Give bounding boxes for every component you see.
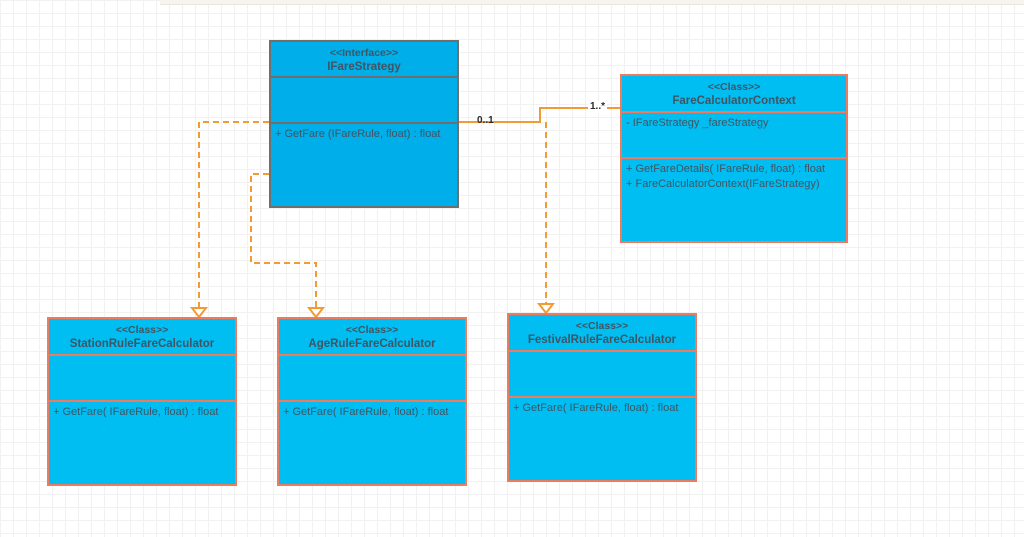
realization-arrowhead-station [189, 307, 209, 319]
class-box-agerulefarecalculator[interactable]: <<Class>> AgeRuleFareCalculator + GetFar… [277, 317, 467, 486]
multiplicity-context-side: 1..* [588, 101, 608, 113]
class-header: <<Class>> StationRuleFareCalculator [49, 319, 235, 356]
class-box-festivalrulefarecalculator[interactable]: <<Class>> FestivalRuleFareCalculator + G… [507, 313, 697, 482]
stereotype-label: <<Class>> [115, 324, 169, 336]
association-line[interactable] [459, 107, 621, 123]
operations-compartment: + GetFare( IFareRule, float) : float [279, 402, 465, 484]
operation: + GetFare (IFareRule, float) : float [275, 128, 441, 140]
operation: + GetFareDetails( IFareRule, float) : fl… [626, 163, 825, 175]
class-name: IFareStrategy [327, 61, 401, 73]
stereotype-label: <<Class>> [345, 324, 399, 336]
operation: + GetFare( IFareRule, float) : float [513, 402, 679, 414]
stereotype-label: <<Interface>> [329, 47, 399, 59]
class-box-ifarestrategy[interactable]: <<Interface>> IFareStrategy + GetFare (I… [269, 40, 459, 208]
operations-compartment: + GetFareDetails( IFareRule, float) : fl… [622, 159, 846, 241]
operations-compartment: + GetFare( IFareRule, float) : float [49, 402, 235, 484]
attributes-compartment [509, 352, 695, 398]
operations-compartment: + GetFare( IFareRule, float) : float [509, 398, 695, 480]
attributes-compartment: - IFareStrategy _fareStrategy [622, 113, 846, 159]
class-name: AgeRuleFareCalculator [308, 338, 436, 350]
multiplicity-interface-side: 0..1 [477, 115, 494, 126]
realization-arrowhead-festival [536, 303, 556, 315]
realization-line-station[interactable] [198, 121, 269, 308]
class-header: <<Class>> AgeRuleFareCalculator [279, 319, 465, 356]
class-header: <<Class>> FareCalculatorContext [622, 76, 846, 113]
operation: + GetFare( IFareRule, float) : float [283, 406, 449, 418]
operation: + GetFare( IFareRule, float) : float [53, 406, 219, 418]
attributes-compartment [271, 78, 457, 124]
operations-compartment: + GetFare (IFareRule, float) : float [271, 124, 457, 206]
realization-arrowhead-age [306, 307, 326, 319]
class-header: <<Interface>> IFareStrategy [271, 42, 457, 78]
attribute: - IFareStrategy _fareStrategy [626, 117, 769, 129]
operation: + FareCalculatorContext(IFareStrategy) [626, 178, 820, 190]
class-box-stationrulefarecalculator[interactable]: <<Class>> StationRuleFareCalculator + Ge… [47, 317, 237, 486]
class-name: FareCalculatorContext [672, 95, 796, 107]
canvas-top-strip [160, 0, 1024, 5]
stereotype-label: <<Class>> [575, 320, 629, 332]
attributes-compartment [279, 356, 465, 402]
class-name: StationRuleFareCalculator [69, 338, 215, 350]
class-header: <<Class>> FestivalRuleFareCalculator [509, 315, 695, 352]
class-box-farecalculatorcontext[interactable]: <<Class>> FareCalculatorContext - IFareS… [620, 74, 848, 243]
class-name: FestivalRuleFareCalculator [527, 334, 677, 346]
attributes-compartment [49, 356, 235, 402]
realization-line-age[interactable] [250, 173, 317, 308]
stereotype-label: <<Class>> [707, 81, 761, 93]
